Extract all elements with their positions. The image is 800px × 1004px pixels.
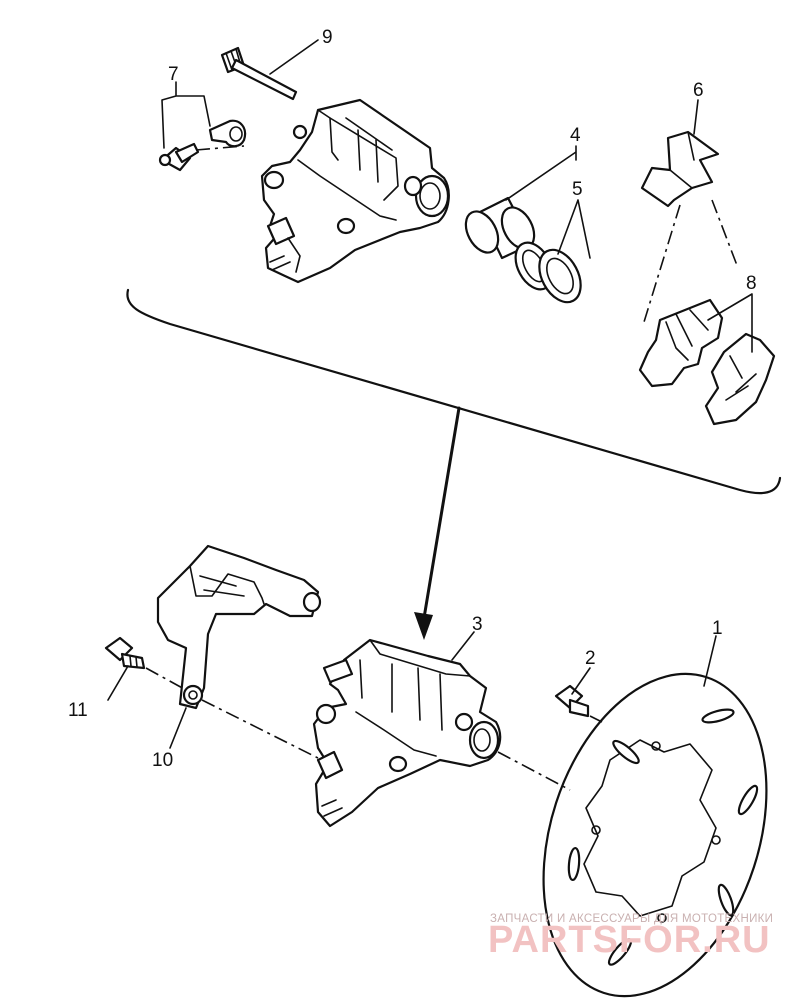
watermark-tagline: ЗАПЧАСТИ И АКСЕССУАРЫ ДЛЯ МОТОТЕХНИКИ: [490, 913, 773, 925]
callout-5: 5: [572, 179, 583, 200]
callout-10: 10: [152, 750, 173, 771]
caliper-body-upper: [260, 98, 450, 284]
pad-spring: [640, 130, 720, 208]
brake-pad-outer: [704, 332, 776, 426]
callout-11: 11: [68, 700, 88, 721]
watermark-logo: PARTSFOR.RU: [488, 919, 771, 961]
assembly-bracket: [126, 288, 782, 640]
callout-9: 9: [322, 27, 333, 48]
callout-3: 3: [472, 614, 483, 635]
leader-lines: [107, 39, 753, 749]
dust-seal: [538, 248, 582, 304]
callout-7: 7: [168, 64, 179, 85]
callout-6: 6: [693, 80, 704, 101]
disc-bolt: [554, 684, 590, 718]
callout-8: 8: [746, 273, 757, 294]
callout-4: 4: [570, 125, 581, 146]
caliper-pin-bolt: [220, 46, 298, 101]
caliper-assembly-lower: [312, 638, 502, 828]
bleeder-screw: [158, 142, 200, 172]
callout-1: 1: [712, 618, 723, 639]
partsfor-watermark: ЗАПЧАСТИ И АКСЕССУАРЫ ДЛЯ МОТОТЕХНИКИ PA…: [488, 913, 773, 961]
caliper-bracket: [156, 544, 322, 710]
callout-2: 2: [585, 648, 596, 669]
bracket-bolt: [104, 636, 146, 670]
brake-pad-inner: [638, 298, 724, 388]
bleeder-cap: [208, 119, 247, 148]
